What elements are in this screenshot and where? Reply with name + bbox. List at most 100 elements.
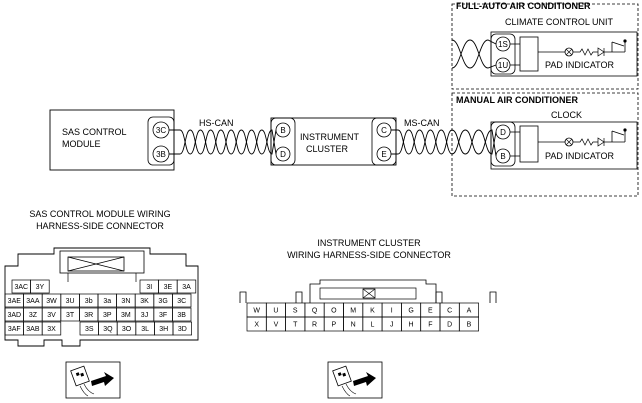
sas-pin-3n-label: 3N: [121, 298, 130, 305]
sas-pin-3a-cell: [176, 279, 197, 294]
sas-pin-3o-label: 3O: [122, 326, 132, 333]
sas-pin-3z-label: 3Z: [29, 312, 38, 319]
switch-icon: [611, 41, 625, 47]
climate-control-unit-label: CLIMATE CONTROL UNIT: [505, 17, 614, 27]
clock-label: CLOCK: [551, 110, 582, 120]
sas-module-group: SAS CONTROL MODULE 3C 3B: [49, 109, 175, 171]
sas-pin-3l-label: 3L: [141, 326, 149, 333]
sas-pin-3m-label: 3M: [121, 312, 131, 319]
sas-pin-3j-label: 3J: [141, 312, 148, 319]
sas-pin-3a-label: 3A: [182, 284, 191, 291]
sas-pin-block: [147, 116, 175, 166]
sas-pin-3r-label: 3R: [84, 312, 93, 319]
full-auto-title: FULL-AUTO AIR CONDITIONER: [456, 1, 591, 11]
cluster-pin-n-bot-label: N: [351, 322, 356, 329]
sas-pin-3b-cell: [172, 307, 192, 322]
cluster-pin-e-label: E: [381, 150, 386, 159]
cluster-pin-p-bot-label: P: [332, 322, 337, 329]
cluster-pin-g-top-label: G: [408, 308, 413, 315]
cluster-connector-group: INSTRUMENT CLUSTER WIRING HARNESS-SIDE C…: [239, 238, 497, 332]
full-auto-ac-group: FULL-AUTO AIR CONDITIONER CLIMATE CONTRO…: [451, 1, 639, 90]
cluster-pin-w-top-label: W: [253, 308, 260, 315]
pin-1s-label: 1S: [498, 40, 508, 49]
ms-can-wire-high: [391, 129, 453, 155]
manual-title: MANUAL AIR CONDITIONER: [456, 95, 578, 105]
pin-b-clock-label: B: [500, 152, 505, 161]
cluster-pin-d-bot-label: D: [447, 322, 452, 329]
pin-3b-label: 3B: [156, 150, 166, 159]
cluster-pin-m-top-label: M: [350, 308, 356, 315]
cluster-connector-title-2: WIRING HARNESS-SIDE CONNECTOR: [287, 250, 451, 260]
hs-can-label: HS-CAN: [199, 118, 234, 128]
sas-pin-3af-label: 3AF: [8, 326, 21, 333]
sas-pin-3s-label: 3S: [85, 326, 94, 333]
manual-dashed-frame: [451, 92, 639, 197]
cluster-pin-r-bot-label: R: [312, 322, 317, 329]
sas-pin-3c-label: 3C: [177, 298, 186, 305]
cluster-pin-t-bot-label: T: [293, 322, 298, 329]
sas-pin-3a-label: 3a: [103, 298, 111, 305]
cluster-left-pin-block: [270, 117, 296, 166]
sas-pin-3ae-label: 3AE: [8, 298, 22, 305]
sas-pin-3y-cell: [30, 279, 50, 294]
sas-pin-3h-label: 3H: [159, 326, 168, 333]
clock-pin-block: [490, 121, 516, 167]
sas-pin-3c-cell: [172, 293, 192, 308]
sas-pin-3aa-label: 3AA: [26, 298, 40, 305]
cluster-pin-c-top-label: C: [447, 308, 452, 315]
full-auto-dashed-frame: [451, 3, 639, 90]
cluster-pin-q-top-label: Q: [312, 308, 318, 315]
cluster-pin-o-top-label: O: [331, 308, 337, 315]
cluster-connector-title-1: INSTRUMENT CLUSTER: [317, 238, 421, 248]
climate-ic-block: [519, 36, 539, 72]
sas-label-line1: SAS CONTROL: [62, 127, 127, 137]
sas-pin-3ad-label: 3AD: [7, 312, 21, 319]
cluster-pin-x-bot-label: X: [254, 322, 259, 329]
full-auto-pad-indicator: PAD INDICATOR: [545, 60, 615, 70]
sas-pin-3k-label: 3K: [140, 298, 149, 305]
sas-pin-3i-label: 3I: [146, 284, 152, 291]
sas-pin-3e-label: 3E: [164, 284, 173, 291]
manual-ac-group: MANUAL AIR CONDITIONER CLOCK D B PAD IND…: [451, 92, 639, 197]
connector-view-icon-left: [65, 361, 121, 399]
sas-connector-group: SAS CONTROL MODULE WIRING HARNESS-SIDE C…: [4, 209, 199, 347]
cluster-pin-k-top-label: K: [370, 308, 375, 315]
cluster-pin-j-bot-label: J: [390, 322, 394, 329]
cluster-right-pin-block: [371, 117, 397, 166]
ms-can-wire-low: [391, 129, 453, 155]
sas-pin-3v-label: 3V: [47, 312, 56, 319]
sas-pin-3ab-label: 3AB: [26, 326, 40, 333]
cluster-pin-b-label: B: [280, 126, 285, 135]
sas-pin-3w-label: 3W: [46, 298, 57, 305]
cluster-pin-h-bot-label: H: [409, 322, 414, 329]
climate-pin-block: [490, 33, 516, 75]
sas-pin-3g-label: 3G: [158, 298, 167, 305]
sas-pin-3d-label: 3D: [178, 326, 187, 333]
cluster-pin-e-top-label: E: [428, 308, 433, 315]
sas-pin-3f-label: 3F: [159, 312, 167, 319]
sas-pin-3d-cell: [172, 321, 192, 336]
sas-pin-3ac-label: 3AC: [14, 284, 28, 291]
cluster-pin-b-bot-cell: [458, 316, 479, 332]
cluster-pin-b: [275, 122, 291, 138]
cluster-pin-u-top-label: U: [273, 308, 278, 315]
cluster-pin-l-bot-label: L: [370, 322, 374, 329]
cluster-pin-c-label: C: [381, 126, 387, 135]
sas-pin-3p-label: 3P: [103, 312, 112, 319]
sas-label-line2: MODULE: [62, 139, 101, 149]
sas-connector-title-1: SAS CONTROL MODULE WIRING: [29, 209, 170, 219]
sas-connector-shell: [4, 247, 199, 347]
sas-pin-3x-cell: [41, 321, 62, 336]
cluster-label-line1: INSTRUMENT: [300, 132, 359, 142]
connector-view-icon-right: [327, 361, 383, 399]
cluster-pin-d: [275, 146, 291, 162]
instrument-cluster-group: B D C E INSTRUMENT CLUSTER: [270, 117, 397, 166]
clock-unit-box: [490, 121, 638, 170]
sas-connector-latch: [59, 250, 145, 274]
cluster-pin-s-top-label: S: [293, 308, 298, 315]
sas-pin-3y-label: 3Y: [36, 284, 45, 291]
sas-pin-3b-label: 3b: [85, 298, 93, 305]
